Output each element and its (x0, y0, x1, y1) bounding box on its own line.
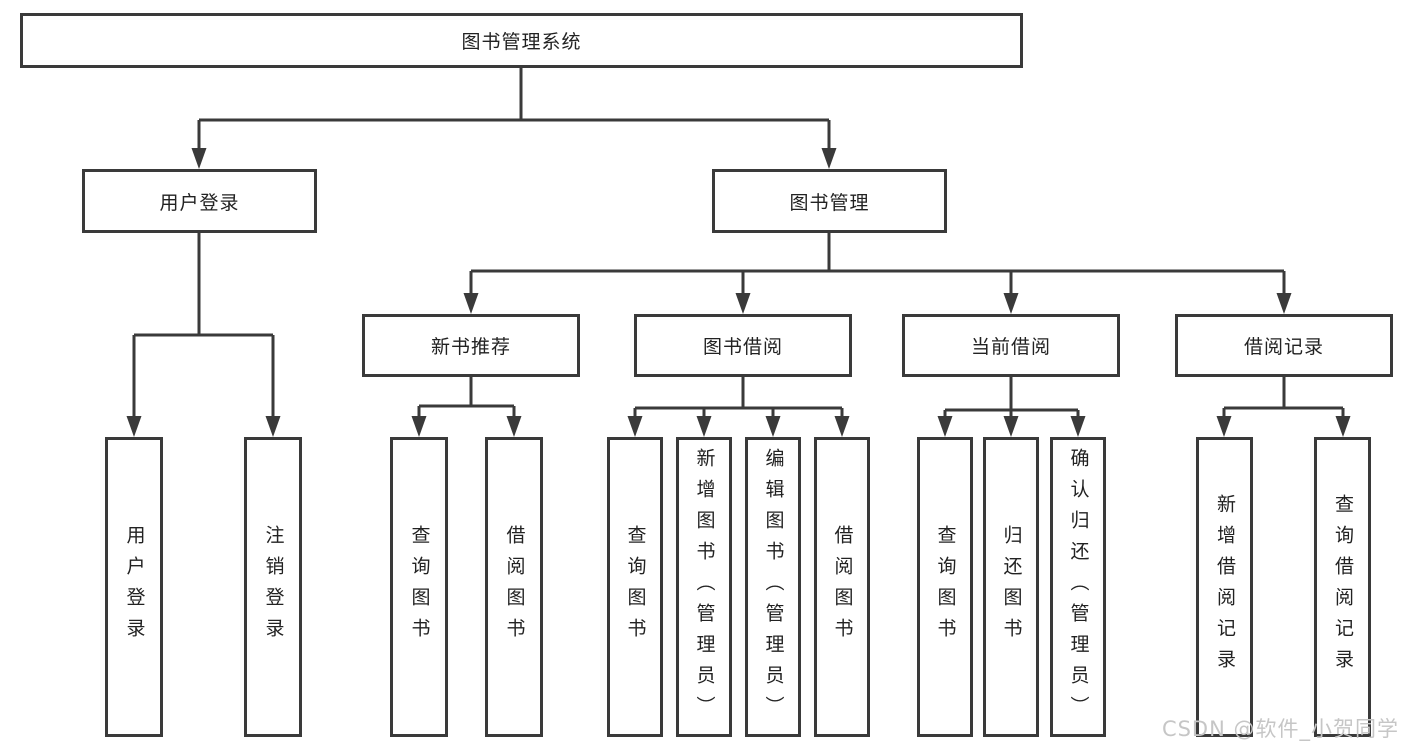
node-library-management-system: 图书管理系统 (20, 13, 1023, 68)
node-label: 图书管理 (789, 191, 870, 214)
node-label: 注销登录 (262, 525, 285, 649)
node-label: 当前借阅 (970, 336, 1051, 358)
arrowhead-icon (1276, 293, 1292, 314)
leaf-query-books: 查询图书 (390, 437, 448, 737)
arrowhead-icon (1003, 416, 1019, 437)
node-label: 查询借阅记录 (1332, 494, 1354, 680)
node-user-login: 用户登录 (82, 169, 317, 233)
node-label: 查询图书 (624, 525, 647, 649)
arrowhead-icon (821, 148, 837, 169)
leaf-query-books: 查询图书 (917, 437, 973, 737)
leaf-user-login: 用户登录 (105, 437, 163, 737)
arrowhead-icon (506, 416, 522, 437)
leaf-borrow-books: 借阅图书 (814, 437, 870, 737)
leaf-add-borrowing-record: 新增借阅记录 (1196, 437, 1253, 737)
arrowhead-icon (191, 148, 207, 169)
node-book-management: 图书管理 (712, 169, 947, 233)
arrowhead-icon (411, 416, 427, 437)
node-book-borrowing: 图书借阅 (634, 314, 852, 377)
leaf-add-books-admin: 新增图书（管理员） (676, 437, 732, 737)
leaf-confirm-return-admin: 确认归还（管理员） (1050, 437, 1106, 737)
leaf-logout: 注销登录 (244, 437, 302, 737)
node-label: 用户登录 (159, 191, 240, 214)
arrowhead-icon (627, 416, 643, 437)
node-label: 确认归还（管理员） (1067, 447, 1090, 727)
leaf-edit-books-admin: 编辑图书（管理员） (745, 437, 801, 737)
leaf-query-borrowing-record: 查询借阅记录 (1314, 437, 1371, 737)
node-label: 查询图书 (934, 525, 957, 649)
watermark: CSDN @软件_小贺同学 (1161, 717, 1399, 741)
arrowhead-icon (1070, 416, 1086, 437)
arrowhead-icon (735, 293, 751, 314)
node-label: 新增图书（管理员） (693, 447, 716, 727)
arrowhead-icon (265, 416, 281, 437)
node-current-borrowing: 当前借阅 (902, 314, 1120, 377)
node-label: 新增借阅记录 (1214, 494, 1236, 680)
node-label: 查询图书 (408, 525, 431, 649)
node-label: 图书借阅 (702, 336, 783, 358)
arrowhead-icon (1003, 293, 1019, 314)
leaf-query-books: 查询图书 (607, 437, 663, 737)
node-new-book-recommendation: 新书推荐 (362, 314, 580, 377)
node-label: 借阅记录 (1243, 336, 1324, 358)
arrowhead-icon (126, 416, 142, 437)
node-label: 用户登录 (123, 525, 146, 649)
node-label: 编辑图书（管理员） (762, 447, 785, 727)
arrowhead-icon (463, 293, 479, 314)
arrowhead-icon (1216, 416, 1232, 437)
node-label: 借阅图书 (503, 525, 526, 649)
node-label: 归还图书 (1000, 525, 1023, 649)
leaf-return-books: 归还图书 (983, 437, 1039, 737)
leaf-borrow-books: 借阅图书 (485, 437, 543, 737)
node-label: 借阅图书 (831, 525, 854, 649)
arrowhead-icon (765, 416, 781, 437)
arrowhead-icon (937, 416, 953, 437)
arrowhead-icon (834, 416, 850, 437)
node-label: 新书推荐 (430, 336, 511, 358)
arrowhead-icon (1335, 416, 1351, 437)
node-label: 图书管理系统 (461, 31, 582, 53)
node-borrowing-records: 借阅记录 (1175, 314, 1393, 377)
arrowhead-icon (696, 416, 712, 437)
